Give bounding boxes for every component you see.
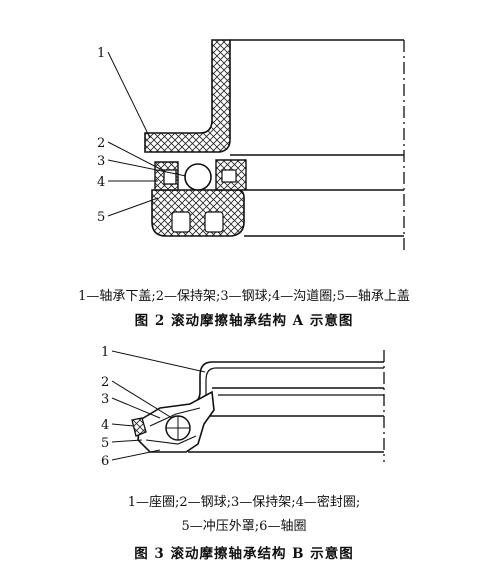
figure-a-legend: 1—轴承下盖;2—保持架;3—钢球;4—沟道圈;5—轴承上盖 (78, 289, 410, 304)
label-b-3: 3 (101, 392, 109, 407)
leaders-b (111, 350, 206, 461)
figure-a: 1 2 3 4 5 (97, 39, 405, 250)
label-a-5: 5 (97, 210, 105, 225)
figure-b-legend-line1: 1—座圈;2—钢球;3—保持架;4—密封圈; (127, 495, 361, 510)
figure-b: 1 2 3 4 5 6 (101, 345, 385, 469)
label-a-3: 3 (97, 154, 105, 169)
cover-slot-right (204, 211, 224, 233)
label-a-2: 2 (97, 136, 105, 151)
label-a-1: 1 (97, 46, 105, 61)
label-b-6: 6 (101, 454, 109, 469)
label-b-5: 5 (101, 436, 109, 451)
cage-part-right (221, 169, 237, 183)
shaft-ring-line (145, 435, 197, 445)
label-b-1: 1 (101, 345, 109, 360)
label-b-4: 4 (101, 418, 109, 433)
lower-cover-part (144, 39, 231, 153)
leaders-a (107, 51, 187, 217)
cover-slot-left (171, 211, 191, 233)
seal-ring-part (131, 417, 147, 437)
label-a-4: 4 (97, 175, 105, 190)
cover-inner-line (149, 407, 201, 427)
figure-a-title: 图 2 滚动摩擦轴承结构 A 示意图 (134, 313, 354, 329)
steel-ball (184, 163, 212, 191)
figure-b-legend-line2: 5—冲压外罩;6—轴圈 (181, 519, 307, 534)
upper-cover-part (151, 189, 245, 237)
figure-b-title: 图 3 滚动摩擦轴承结构 B 示意图 (134, 546, 354, 562)
label-b-2: 2 (101, 375, 109, 390)
